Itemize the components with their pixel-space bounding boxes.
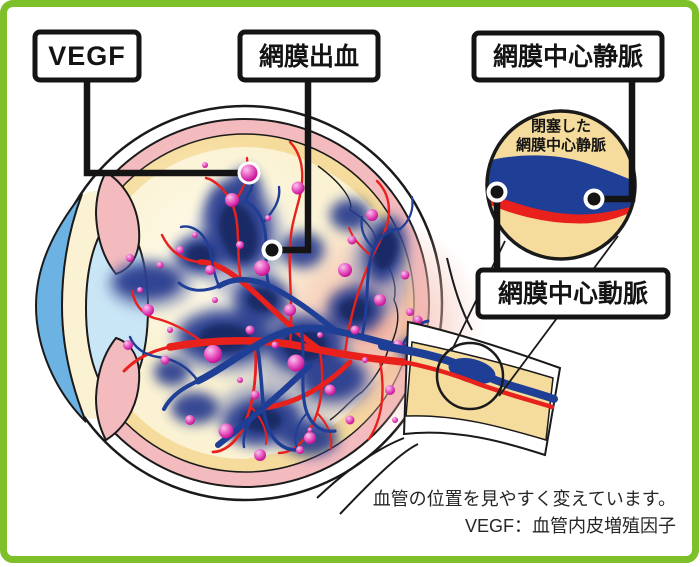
sheath-funnel-upper	[446, 257, 473, 331]
hemorrhage-pointer-dot	[265, 243, 279, 257]
iris-bottom	[94, 336, 141, 442]
central-retinal-vein-label-box	[471, 30, 665, 83]
central-retinal-artery-label: 網膜中心動脈	[498, 279, 648, 308]
cornea	[34, 193, 87, 423]
vegf-label-box	[32, 29, 142, 83]
magnifier-source-circle	[435, 341, 505, 411]
central-retinal-vein-label: 網膜中心静脈	[493, 42, 643, 71]
vegf-pointer-bubble	[240, 164, 258, 182]
artery-pointer-dot	[490, 185, 504, 199]
vein-callout-line	[598, 74, 636, 203]
vegf-label: VEGF	[48, 41, 126, 71]
hemorrhage-callout-line	[276, 74, 312, 254]
footnotes: 血管の位置を見やすく変えています。 VEGF：血管内皮増殖因子	[373, 486, 676, 540]
vegf-bubbles	[123, 162, 423, 461]
occlusion-inset: 閉塞した 網膜中心静脈	[485, 109, 637, 261]
central-retinal-artery-label-box	[475, 267, 671, 320]
nerve-core	[405, 341, 554, 441]
vein-pointer-dot	[587, 192, 601, 206]
retinal-hemorrhage-label-box	[237, 29, 381, 83]
optic-nerve	[316, 257, 562, 515]
retinal-hemorrhage-label: 網膜出血	[259, 42, 359, 71]
inset-caption-line2: 網膜中心静脈	[516, 136, 606, 154]
inset-caption-line1: 閉塞した	[531, 117, 591, 135]
nerve-artery	[375, 355, 555, 410]
sheath-funnel-lower-inner	[339, 443, 419, 515]
sheath-funnel-lower-outer	[316, 437, 405, 499]
footnote-vessel-position: 血管の位置を見やすく変えています。	[372, 489, 676, 509]
label-boxes: VEGF 網膜出血 網膜中心静脈 網膜中心動脈	[32, 29, 671, 320]
footnote-vegf-definition: VEGF：血管内皮増殖因子	[464, 516, 676, 536]
vegf-callout-line	[83, 74, 244, 177]
callout-lines	[83, 74, 636, 276]
